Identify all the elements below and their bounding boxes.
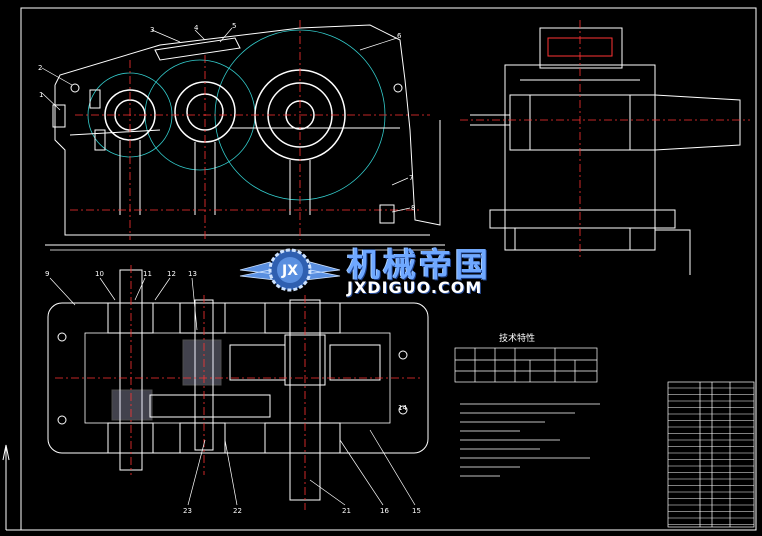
label-5: 5 — [232, 22, 236, 30]
title-block — [667, 381, 755, 528]
side-view — [460, 20, 750, 275]
gear-wings-logo: JX — [239, 248, 341, 292]
watermark: JX 机械帝国 JXDIGUO.COM — [235, 238, 535, 302]
label-16: 16 — [380, 507, 389, 515]
label-21: 21 — [342, 507, 351, 515]
label-14: 14 — [398, 404, 407, 412]
label-3: 3 — [150, 26, 154, 34]
label-1: 1 — [39, 91, 43, 99]
ucs-icon — [2, 444, 40, 531]
label-9: 9 — [45, 270, 49, 278]
sheet-border — [20, 7, 757, 531]
label-15: 15 — [412, 507, 421, 515]
front-view: 1 2 3 4 5 6 7 8 — [38, 20, 445, 251]
label-23: 23 — [183, 507, 192, 515]
label-7: 7 — [409, 174, 413, 182]
plan-view: 9 10 11 12 13 23 22 21 16 15 14 — [45, 265, 429, 515]
technical-notes — [460, 403, 600, 477]
watermark-en: JXDIGUO.COM — [347, 278, 483, 297]
tech-table-title: 技术特性 — [499, 334, 536, 344]
label-12: 12 — [167, 270, 176, 278]
label-11: 11 — [143, 270, 152, 278]
label-8: 8 — [411, 204, 415, 212]
label-2: 2 — [38, 64, 42, 72]
label-4: 4 — [194, 24, 199, 32]
label-10: 10 — [95, 270, 104, 278]
tech-characteristics-table — [454, 347, 598, 383]
bom-rows — [668, 387, 754, 525]
logo-letters: JX — [281, 263, 298, 279]
label-13: 13 — [188, 270, 197, 278]
label-22: 22 — [233, 507, 242, 515]
label-6: 6 — [397, 32, 402, 40]
watermark-cn: 机械帝国 — [347, 245, 491, 284]
